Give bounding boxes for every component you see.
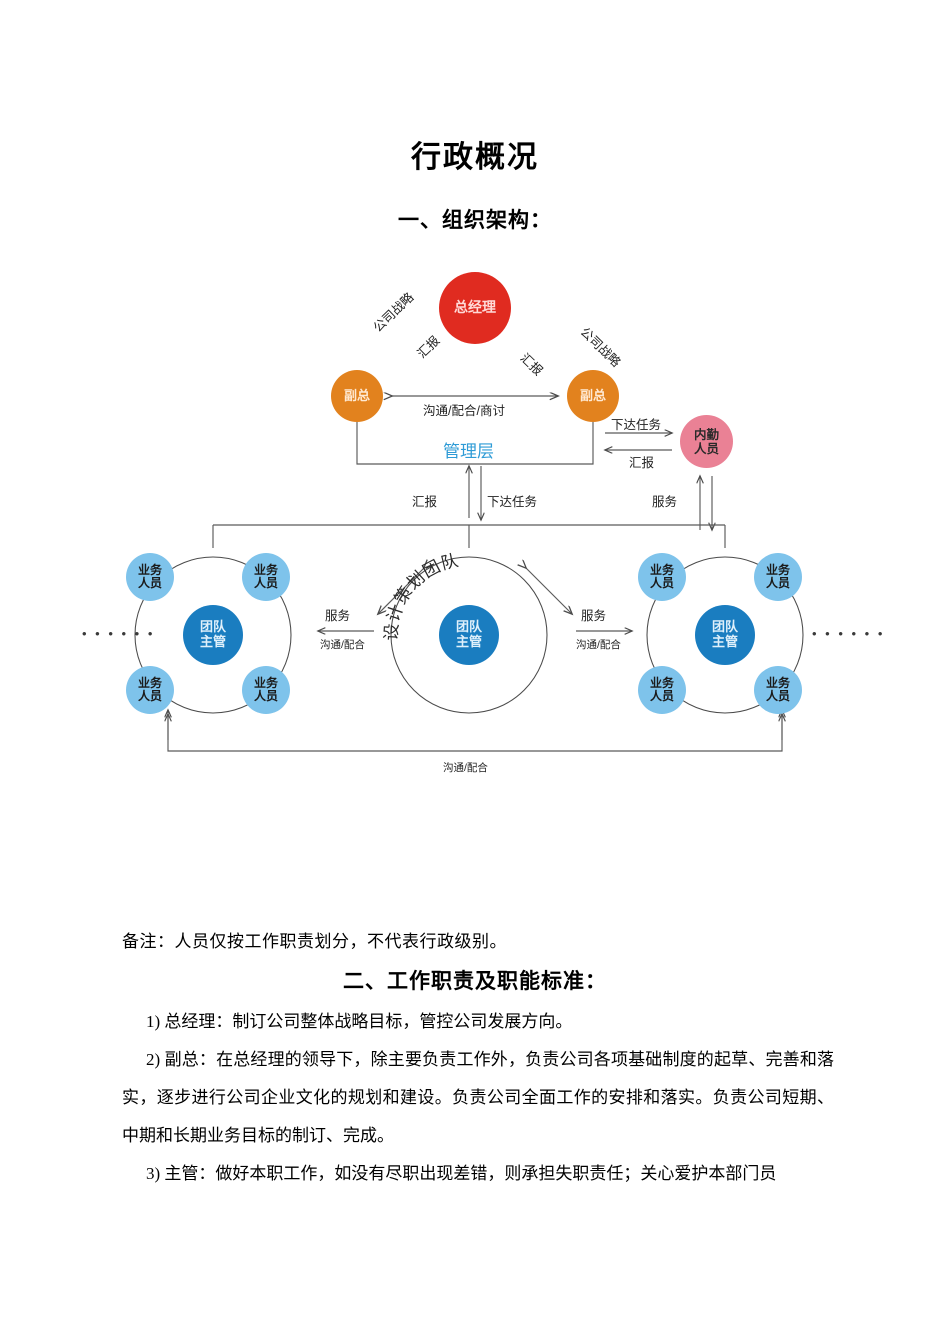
section-heading-org-structure: 一、组织架构： <box>398 208 552 232</box>
label-assign-task-right: 下达任务 <box>611 418 662 432</box>
node-staff-right-4[interactable]: 业务 人员 <box>754 666 802 714</box>
label-management-layer: 管理层 <box>443 442 494 461</box>
staff-label-line1: 业务 <box>137 675 162 690</box>
node-general-manager-label: 总经理 <box>454 299 496 316</box>
label-service-inside: 服务 <box>652 495 678 509</box>
node-team-leader-middle[interactable]: 团队 主管 <box>439 605 499 665</box>
node-inside-staff-label-line2: 人员 <box>693 441 719 456</box>
label-communication-left: 沟通/配合 <box>320 639 365 651</box>
node-team-leader-right[interactable]: 团队 主管 <box>695 605 755 665</box>
node-staff-left-3[interactable]: 业务 人员 <box>126 666 174 714</box>
node-inside-staff-label-line1: 内勤 <box>693 427 719 442</box>
label-report-down: 汇报 <box>412 495 438 509</box>
staff-label-line2: 人员 <box>253 576 278 590</box>
staff-label-line1: 业务 <box>649 562 674 577</box>
staff-label-line1: 业务 <box>649 675 674 690</box>
duty-item-2: 2) 副总：在总经理的领导下，除主要负责工作外，负责公司各项基础制度的起草、完善… <box>122 1050 834 1145</box>
node-vice-president-left[interactable]: 副总 <box>331 370 383 422</box>
node-vice-president-right-label: 副总 <box>579 387 606 403</box>
node-team-leader-right-line2: 主管 <box>711 634 738 649</box>
node-staff-right-2[interactable]: 业务 人员 <box>754 553 802 601</box>
node-team-leader-left[interactable]: 团队 主管 <box>183 605 243 665</box>
staff-label-line1: 业务 <box>137 562 162 577</box>
node-team-leader-middle-line1: 团队 <box>455 619 482 635</box>
label-bottom-communication: 沟通/配合 <box>443 762 488 774</box>
label-assign-task-down: 下达任务 <box>487 495 538 509</box>
node-general-manager[interactable]: 总经理 <box>439 272 511 344</box>
label-peer-communication: 沟通/配合/商讨 <box>423 404 505 418</box>
staff-label-line1: 业务 <box>765 562 790 577</box>
label-service-right: 服务 <box>581 609 607 623</box>
node-team-leader-middle-line2: 主管 <box>455 634 482 649</box>
staff-label-line2: 人员 <box>649 689 674 703</box>
node-staff-right-3[interactable]: 业务 人员 <box>638 666 686 714</box>
ellipsis-left: • • • • • • <box>82 626 155 641</box>
staff-label-line2: 人员 <box>253 689 278 703</box>
duty-item-1: 1) 总经理：制订公司整体战略目标，管控公司发展方向。 <box>146 1012 573 1031</box>
org-chart-diagram: 设计策划团队 总经理 副总 副总 内勤 人员 团队 主管 业务 人员 业务 人员 <box>0 248 950 808</box>
node-staff-left-1[interactable]: 业务 人员 <box>126 553 174 601</box>
label-report-inside: 汇报 <box>629 456 655 470</box>
node-staff-left-2[interactable]: 业务 人员 <box>242 553 290 601</box>
staff-label-line2: 人员 <box>765 689 790 703</box>
staff-label-line1: 业务 <box>765 675 790 690</box>
node-team-leader-left-line1: 团队 <box>199 619 226 635</box>
diagram-note: 备注：人员仅按工作职责划分，不代表行政级别。 <box>122 932 507 951</box>
duties-list: 1) 总经理：制订公司整体战略目标，管控公司发展方向。 2) 副总：在总经理的领… <box>122 1003 834 1193</box>
node-staff-right-1[interactable]: 业务 人员 <box>638 553 686 601</box>
node-vice-president-right[interactable]: 副总 <box>567 370 619 422</box>
section-heading-duties: 二、工作职责及职能标准： <box>343 969 607 993</box>
node-inside-staff[interactable]: 内勤 人员 <box>680 415 733 468</box>
label-service-left: 服务 <box>325 609 351 623</box>
label-communication-right: 沟通/配合 <box>576 639 621 651</box>
node-team-leader-left-line2: 主管 <box>199 634 226 649</box>
node-team-leader-right-line1: 团队 <box>711 619 738 635</box>
staff-label-line2: 人员 <box>649 576 674 590</box>
org-chart-connectors: 设计策划团队 <box>134 248 804 752</box>
ellipsis-right: • • • • • • <box>812 626 885 641</box>
staff-label-line1: 业务 <box>253 675 278 690</box>
staff-label-line2: 人员 <box>137 576 162 590</box>
duty-item-3: 3) 主管：做好本职工作，如没有尽职出现差错，则承担失职责任；关心爱护本部门员 <box>146 1164 777 1183</box>
node-staff-left-4[interactable]: 业务 人员 <box>242 666 290 714</box>
page-title: 行政概况 <box>411 141 539 174</box>
staff-label-line1: 业务 <box>253 562 278 577</box>
staff-label-line2: 人员 <box>765 576 790 590</box>
node-vice-president-left-label: 副总 <box>343 387 370 403</box>
staff-label-line2: 人员 <box>137 689 162 703</box>
